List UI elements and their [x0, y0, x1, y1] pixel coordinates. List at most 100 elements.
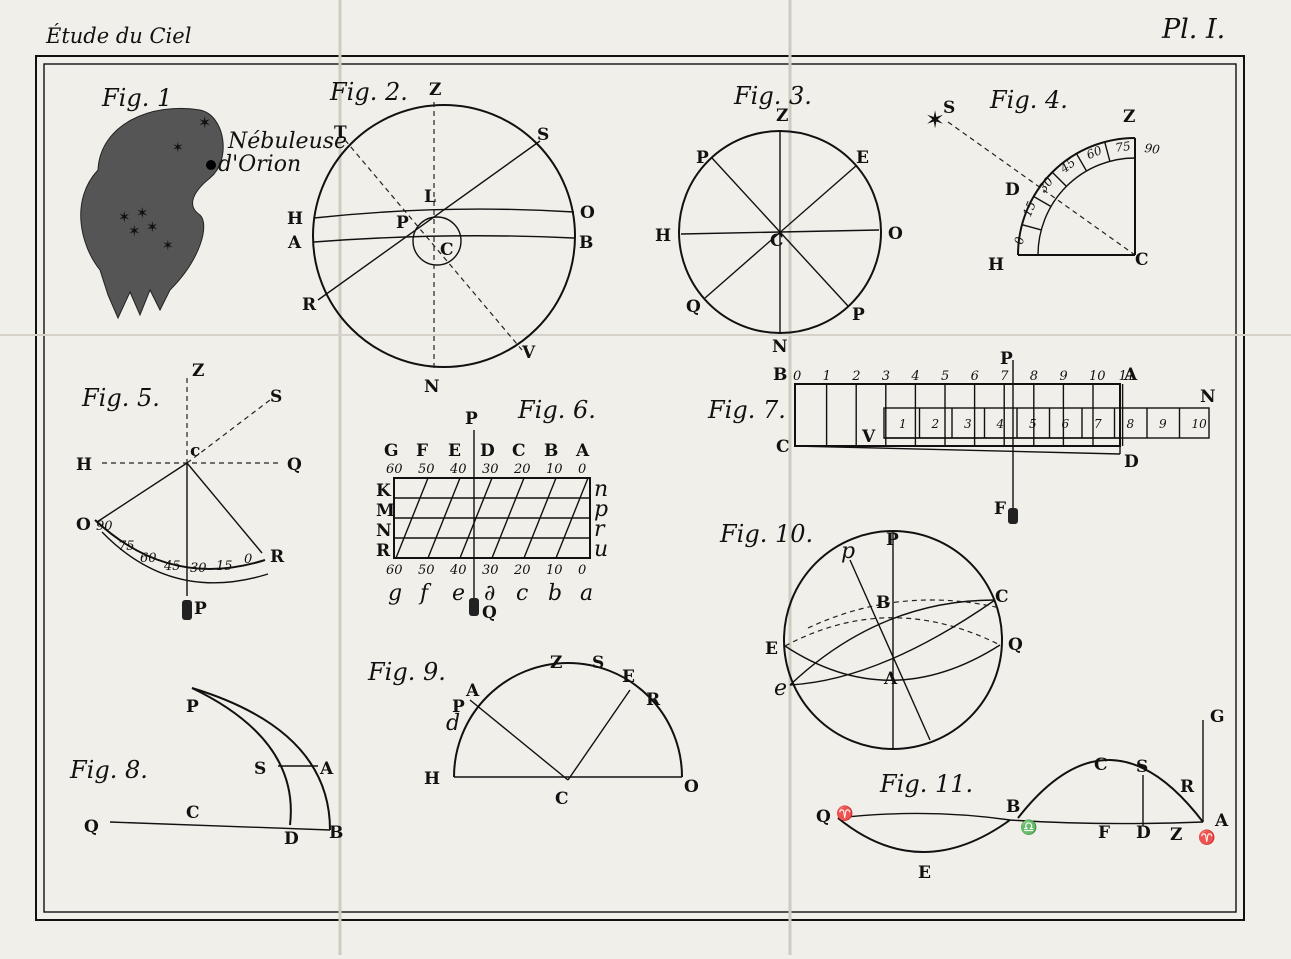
fig5-scale-number: 90	[96, 519, 113, 534]
fig7-inner-number: 9	[1159, 417, 1167, 431]
fig4-scale-tick	[1051, 171, 1067, 187]
fig5-radius-left	[96, 462, 188, 523]
fig6-top-letter: A	[575, 441, 590, 461]
fig9-point-O: O	[684, 777, 699, 797]
fig6-right-letter: p	[594, 497, 608, 522]
fig11-point-Z: Z	[1170, 825, 1182, 845]
plumb-bob	[182, 600, 192, 620]
fig6-top-letter: F	[416, 441, 428, 461]
star-icon: ✶	[925, 106, 945, 134]
fig3-point-P2: P	[852, 305, 865, 325]
fig6-left-letter: M	[376, 501, 395, 521]
figure-2-label: Fig. 2.	[329, 78, 408, 106]
fig5-scale-number: 15	[216, 559, 233, 574]
fig7-top-number: 2	[851, 369, 860, 384]
fig4-scale-tick	[1021, 224, 1042, 231]
fig7-top-number: 8	[1030, 369, 1038, 384]
fig5-point-O: O	[76, 515, 91, 535]
fig6-diagonal	[523, 477, 557, 559]
fig7-top-number: 11	[1119, 369, 1136, 384]
fig6-bottom-number: 40	[449, 563, 467, 578]
fig6-bottom-letter: f	[418, 581, 432, 606]
fig7-top-number: 0	[793, 369, 801, 384]
fig7-top-number: 10	[1089, 369, 1106, 384]
fig6-bottom-letter: g	[388, 581, 402, 606]
fig10-equator-back	[784, 617, 1001, 647]
fig3-point-O: O	[888, 224, 903, 244]
fig5-point-Z: Z	[192, 361, 204, 381]
nebula-stars: ✶ ✶ ✶ ✶ ✶ ✶ ✶	[118, 113, 211, 254]
figure-11: Fig. 11. G C S R Q ♈ B ♎ A ♈ F D Z E	[816, 707, 1229, 883]
star-icon: ✶	[118, 208, 131, 226]
fig10-point-A: A	[883, 669, 898, 689]
fig10-point-Q: Q	[1008, 635, 1023, 655]
fig6-top-letter: D	[480, 441, 495, 461]
fig11-baseline	[837, 812, 1204, 825]
fig4-scale-number: 75	[1114, 139, 1131, 155]
fig4-point-D: D	[1005, 180, 1020, 200]
fig6-left-letter: R	[376, 541, 391, 561]
fig7-inner-number: 3	[964, 417, 972, 431]
fig7-top-number: 9	[1059, 369, 1067, 384]
plumb-bob	[469, 598, 479, 616]
fig7-inner-number: 4	[996, 417, 1005, 431]
fig6-bottom-letter: b	[548, 581, 562, 606]
figure-9: Fig. 9. Z S E R A P d H C O	[367, 653, 699, 809]
fig7-point-N: N	[1200, 387, 1216, 407]
nebula-caption-line2: d'Orion	[218, 152, 301, 177]
fig7-top-number: 1	[823, 369, 831, 384]
fig4-point-S: S	[943, 98, 955, 118]
fig5-radius-right	[186, 462, 263, 554]
fig9-point-R: R	[646, 690, 661, 710]
fig5-scale-number: 0	[244, 552, 252, 567]
fig10-point-P: P	[886, 530, 899, 550]
fig7-point-V: V	[861, 427, 876, 447]
fig7-top-number: 6	[971, 369, 979, 384]
fig6-bottom-number: 50	[418, 563, 435, 578]
fig7-point-A: A	[1123, 365, 1138, 385]
fig3-point-Q: Q	[686, 297, 701, 317]
fig5-point-Q: Q	[287, 455, 302, 475]
fig2-point-P: P	[396, 213, 409, 233]
fig2-point-R: R	[302, 295, 317, 315]
fig10-oblique-axis	[849, 559, 931, 741]
fig6-top-letter: G	[384, 441, 399, 461]
fig4-scale-tick	[1104, 141, 1111, 162]
fig5-point-S: S	[270, 387, 282, 407]
fig6-bottom-number: 30	[482, 563, 499, 578]
fig4-scale-ticks	[1018, 138, 1136, 256]
fig9-semicircle	[453, 662, 683, 778]
fig4-scale-number: 30	[1036, 174, 1057, 195]
fig2-dashed-diagonal	[344, 139, 523, 351]
fig2-point-Z: Z	[429, 80, 441, 100]
fig4-point-C: C	[1135, 250, 1149, 270]
figure-10-label: Fig. 10.	[719, 520, 813, 548]
fig5-point-P: P	[194, 599, 207, 619]
fig6-left-letter: K	[376, 481, 392, 501]
fig2-point-S: S	[537, 125, 549, 145]
fig2-point-B: B	[579, 233, 593, 253]
figure-8-label: Fig. 8.	[69, 756, 148, 784]
fig7-inner-number: 10	[1192, 417, 1208, 431]
inner-border	[43, 63, 1237, 913]
fig6-diagonal	[427, 477, 461, 559]
fig6-diagonal-lines	[395, 477, 589, 559]
fig9-point-H: H	[424, 769, 440, 789]
fig3-point-P: P	[696, 148, 709, 168]
fig6-top-number: 30	[482, 462, 499, 477]
figure-4-label: Fig. 4.	[989, 86, 1068, 114]
fig10-point-B: B	[876, 593, 890, 613]
figure-1-label: Fig. 1	[101, 84, 172, 112]
fig8-horizon	[109, 821, 331, 831]
fig6-bottom-number: 0	[578, 563, 586, 578]
fig5-point-R: R	[270, 547, 285, 567]
figure-10: Fig. 10. p P B C E Q e A	[719, 520, 1023, 750]
fig6-diagonal	[491, 477, 525, 559]
fig5-scale-number: 30	[190, 561, 207, 576]
fig2-circle	[312, 104, 576, 368]
